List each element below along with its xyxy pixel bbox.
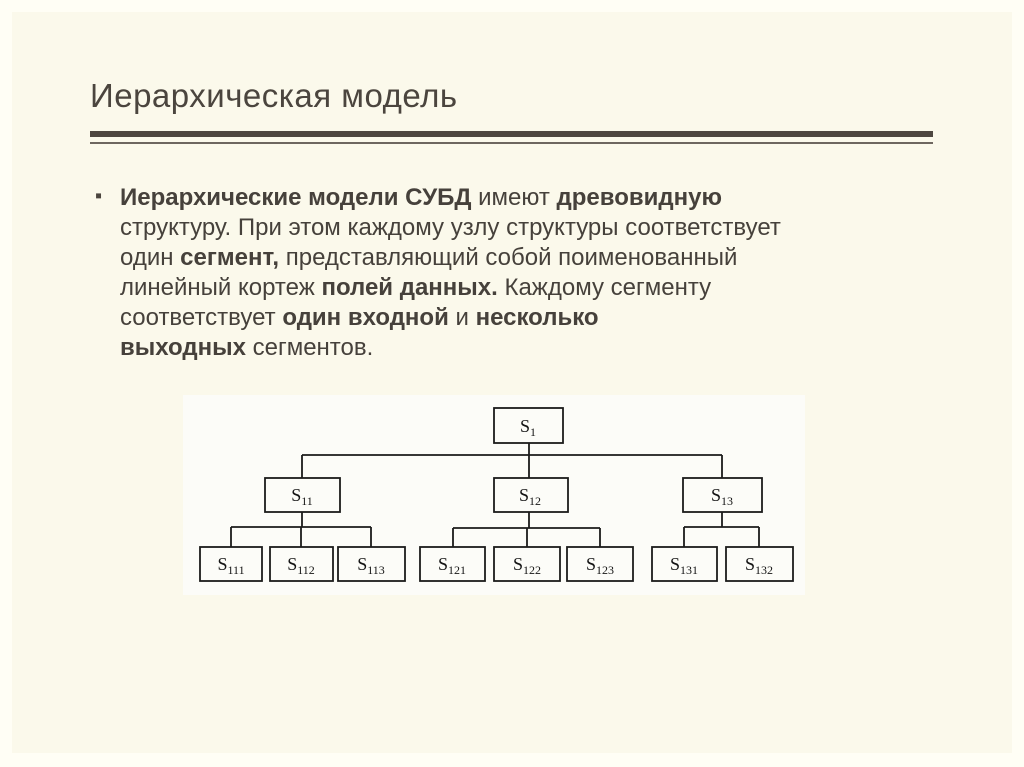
paragraph-line: Иерархические модели СУБД имеют древовид…: [120, 183, 955, 213]
tree-node-s132: S132: [725, 546, 794, 582]
text-segment: один входной: [282, 304, 449, 331]
svg-text:S1: S1: [520, 416, 536, 439]
tree-node-s131: S131: [651, 546, 718, 582]
slide-title: Иерархическая модель: [90, 77, 458, 114]
tree-node-s112: S112: [269, 546, 334, 582]
svg-text:S11: S11: [291, 485, 313, 508]
paragraph-line: один сегмент, представляющий собой поиме…: [120, 243, 955, 273]
text-segment: Каждому сегменту: [497, 274, 712, 301]
text-segment: несколько: [475, 304, 599, 331]
text-segment: соответствует: [120, 304, 283, 331]
svg-text:S112: S112: [287, 554, 315, 577]
title-divider-thick: [90, 131, 933, 137]
body-text-block: ▪ Иерархические модели СУБД имеют древов…: [95, 183, 955, 363]
tree-node-s11: S11: [264, 477, 341, 513]
bullet-icon: ▪: [95, 185, 103, 207]
svg-text:S132: S132: [745, 554, 773, 577]
text-segment: линейный кортеж: [120, 274, 322, 301]
tree-diagram-svg: S1 S11 S12 S13 S111: [199, 407, 794, 582]
paragraph-line: структуру. При этом каждому узлу структу…: [120, 213, 955, 243]
svg-text:S122: S122: [513, 554, 541, 577]
tree-node-s121: S121: [419, 546, 486, 582]
tree-node-s122: S122: [493, 546, 561, 582]
paragraph-line: соответствует один входной и несколько: [120, 303, 955, 333]
text-segment: Иерархические модели СУБД: [120, 184, 472, 211]
paragraph-line: выходных сегментов.: [120, 333, 955, 363]
tree-node-s113: S113: [337, 546, 406, 582]
hierarchy-diagram: S1 S11 S12 S13 S111: [183, 395, 805, 595]
svg-text:S13: S13: [711, 485, 733, 508]
text-segment: структуру. При этом каждому узлу структу…: [120, 214, 781, 241]
text-segment: сегмент,: [180, 244, 280, 271]
text-segment: имеют: [471, 184, 557, 211]
title-divider-thin: [90, 142, 933, 144]
svg-text:S12: S12: [519, 485, 541, 508]
tree-node-s1: S1: [493, 407, 564, 444]
svg-text:S111: S111: [217, 554, 244, 577]
tree-node-s12: S12: [493, 477, 569, 513]
tree-node-s111: S111: [199, 546, 263, 582]
text-segment: и: [448, 304, 476, 331]
svg-text:S113: S113: [357, 554, 385, 577]
paragraph-line: линейный кортеж полей данных. Каждому се…: [120, 273, 955, 303]
text-segment: сегментов.: [245, 334, 374, 361]
svg-text:S123: S123: [586, 554, 614, 577]
slide: Иерархическая модель ▪ Иерархические мод…: [12, 12, 1012, 753]
tree-node-s13: S13: [682, 477, 763, 513]
text-segment: представляющий собой поименованный: [279, 244, 738, 271]
text-segment: полей данных.: [321, 274, 498, 301]
svg-text:S121: S121: [438, 554, 466, 577]
tree-connectors: [230, 443, 760, 547]
text-segment: один: [120, 244, 181, 271]
tree-node-s123: S123: [566, 546, 634, 582]
bullet-text: Иерархические модели СУБД имеют древовид…: [120, 183, 955, 363]
text-segment: древовидную: [556, 184, 722, 211]
svg-text:S131: S131: [670, 554, 698, 577]
text-segment: выходных: [120, 334, 246, 361]
